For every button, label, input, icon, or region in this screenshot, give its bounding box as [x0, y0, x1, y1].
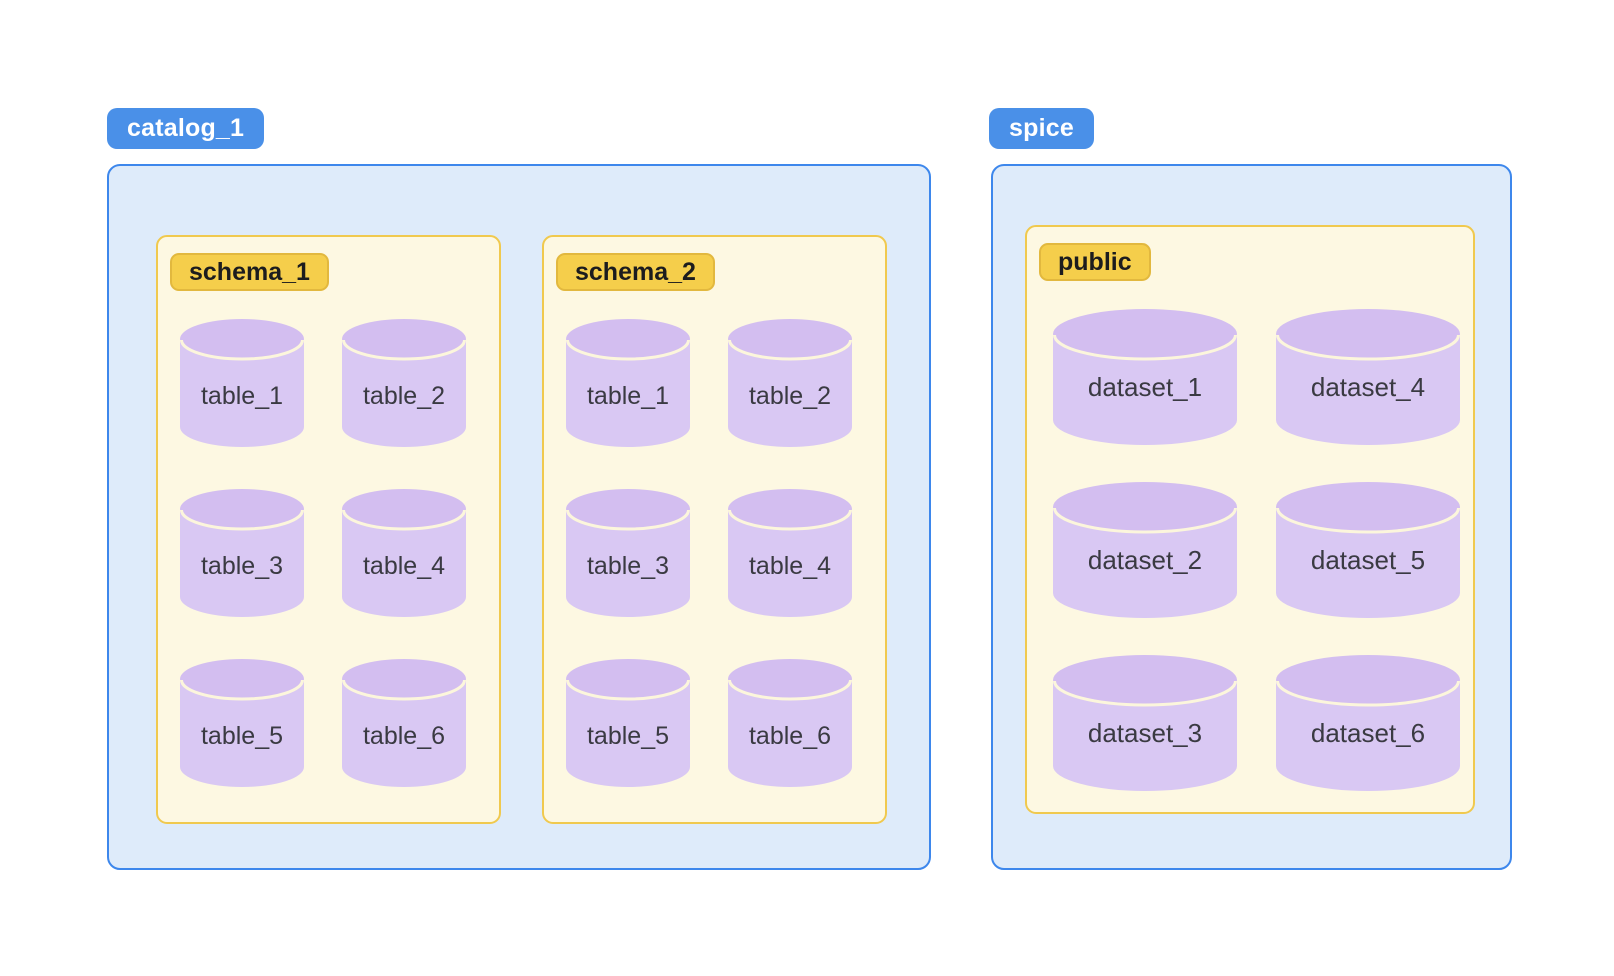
table-label: table_6 [748, 721, 832, 750]
database-cylinder-icon [566, 319, 690, 447]
dataset-label: dataset_3 [1087, 717, 1203, 748]
database-cylinder-icon [1276, 655, 1460, 791]
dataset-cylinder: dataset_1 [1053, 309, 1237, 445]
dataset-label: dataset_6 [1310, 717, 1426, 748]
schema-container: public dataset_1 [1025, 225, 1475, 814]
table-label: table_6 [362, 721, 446, 750]
table-cylinder: table_4 [342, 489, 466, 617]
table-cylinder: table_3 [180, 489, 304, 617]
dataset-grid: dataset_1 dataset_4 da [1053, 309, 1460, 791]
table-cylinder: table_2 [342, 319, 466, 447]
database-cylinder-icon [728, 659, 852, 787]
table-label: table_3 [586, 551, 670, 580]
dataset-label: dataset_5 [1310, 544, 1426, 575]
database-cylinder-icon [180, 489, 304, 617]
database-cylinder-icon [180, 659, 304, 787]
catalog-badge: spice [989, 108, 1094, 149]
table-label: table_4 [748, 551, 832, 580]
table-cylinder: table_6 [728, 659, 852, 787]
table-label: table_5 [586, 721, 670, 750]
table-label: table_1 [586, 381, 670, 410]
database-cylinder-icon [180, 319, 304, 447]
table-cylinder: table_6 [342, 659, 466, 787]
dataset-cylinder: dataset_4 [1276, 309, 1460, 445]
table-cylinder: table_3 [566, 489, 690, 617]
table-cylinder: table_5 [566, 659, 690, 787]
dataset-cylinder: dataset_3 [1053, 655, 1237, 791]
database-cylinder-icon [566, 489, 690, 617]
database-cylinder-icon [728, 489, 852, 617]
table-cylinder: table_2 [728, 319, 852, 447]
schema-container: schema_2 table_1 table_2 [542, 235, 887, 824]
schema-container: schema_1 table_1 table_2 [156, 235, 501, 824]
dataset-cylinder: dataset_2 [1053, 482, 1237, 618]
database-cylinder-icon [1053, 309, 1237, 445]
table-grid: table_1 table_2 table_ [180, 319, 466, 787]
table-label: table_3 [200, 551, 284, 580]
database-cylinder-icon [566, 659, 690, 787]
table-label: table_5 [200, 721, 284, 750]
database-cylinder-icon [1276, 482, 1460, 618]
table-cylinder: table_1 [566, 319, 690, 447]
dataset-cylinder: dataset_5 [1276, 482, 1460, 618]
database-cylinder-icon [728, 319, 852, 447]
table-cylinder: table_4 [728, 489, 852, 617]
table-grid: table_1 table_2 table_ [566, 319, 852, 787]
dataset-label: dataset_1 [1087, 371, 1203, 402]
schema-badge: schema_2 [556, 253, 715, 291]
database-cylinder-icon [342, 659, 466, 787]
table-label: table_1 [200, 381, 284, 410]
database-cylinder-icon [1053, 482, 1237, 618]
table-label: table_2 [748, 381, 832, 410]
database-cylinder-icon [342, 489, 466, 617]
database-cylinder-icon [1053, 655, 1237, 791]
schema-badge: schema_1 [170, 253, 329, 291]
dataset-label: dataset_2 [1087, 544, 1203, 575]
catalog-badge: catalog_1 [107, 108, 265, 149]
schema-badge: public [1039, 243, 1151, 281]
table-label: table_2 [362, 381, 446, 410]
database-cylinder-icon [1276, 309, 1460, 445]
table-label: table_4 [362, 551, 446, 580]
dataset-cylinder: dataset_6 [1276, 655, 1460, 791]
catalog-container: schema_1 table_1 table_2 [107, 164, 931, 870]
catalog-container: public dataset_1 [991, 164, 1512, 870]
dataset-label: dataset_4 [1310, 371, 1426, 402]
table-cylinder: table_1 [180, 319, 304, 447]
database-cylinder-icon [342, 319, 466, 447]
table-cylinder: table_5 [180, 659, 304, 787]
